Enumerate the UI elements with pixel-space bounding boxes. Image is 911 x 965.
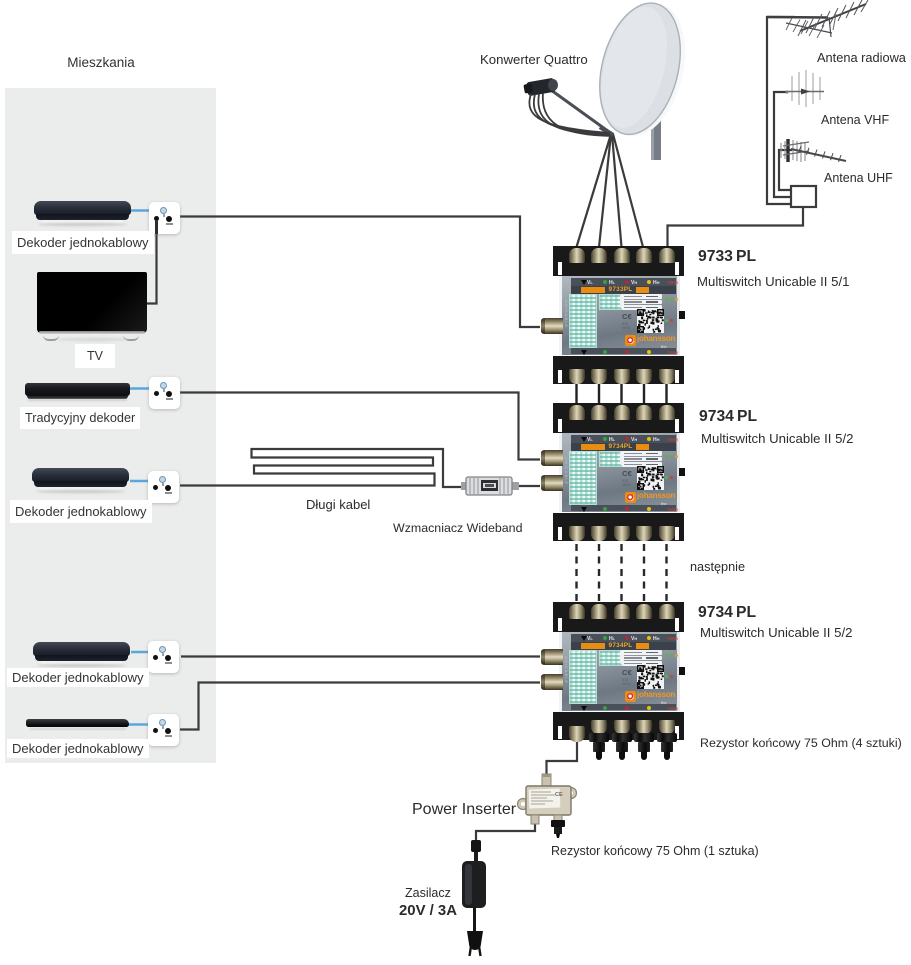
svg-text:CE: CE [555,792,563,798]
